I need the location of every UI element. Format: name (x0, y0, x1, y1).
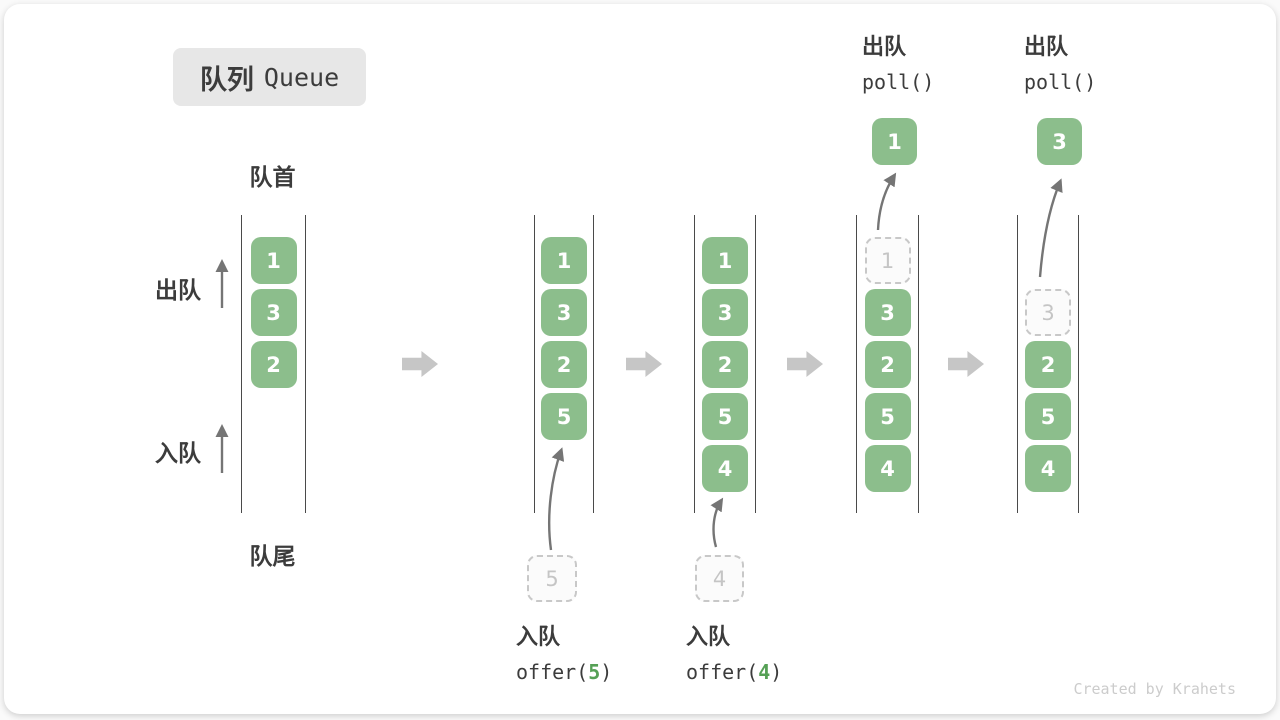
incoming-item: 4 (695, 555, 744, 602)
dequeue-label: 出队 (1024, 34, 1069, 59)
queue-item: 2 (864, 341, 911, 388)
title-en: Queue (263, 62, 340, 92)
title-badge: 队列 Queue (173, 48, 366, 106)
label-dequeue-side: 出队 (155, 277, 201, 303)
queue-item: 3 (541, 289, 587, 336)
queue-item: 1 (702, 237, 748, 284)
dequeue-operation-2: 出队 poll() (1024, 34, 1096, 94)
watermark-credit: Created by Krahets (1073, 680, 1236, 698)
code-arg: 4 (758, 660, 771, 684)
queue-item-ghost: 3 (1025, 289, 1071, 336)
queue-item: 2 (702, 341, 748, 388)
dequeue-operation-1: 出队 poll() (862, 34, 934, 94)
queue-item: 1 (541, 237, 587, 284)
queue-item: 5 (864, 393, 911, 440)
queue-column-4: 1 3 2 5 4 (856, 215, 919, 513)
enqueue-operation-1: 入队 offer(5) (516, 624, 612, 684)
queue-item: 3 (864, 289, 911, 336)
queue-item: 5 (702, 393, 748, 440)
dequeue-code: poll() (1024, 70, 1097, 94)
queue-column-3: 1 3 2 5 4 (694, 215, 756, 513)
code-fn: offer( (686, 660, 759, 684)
right-arrow-icon (402, 351, 438, 377)
dequeue-label: 出队 (862, 34, 907, 59)
incoming-item: 5 (527, 555, 577, 602)
enqueue-operation-2: 入队 offer(4) (686, 624, 782, 684)
enqueue-label: 入队 (516, 624, 561, 649)
label-queue-front: 队首 (249, 164, 296, 190)
queue-item: 4 (702, 445, 748, 492)
queue-item: 4 (1025, 445, 1071, 492)
title-zh: 队列 (199, 64, 254, 95)
queue-item: 2 (541, 341, 587, 388)
queue-item: 2 (250, 341, 297, 388)
polled-item: 3 (1037, 118, 1082, 165)
enqueue-code: offer(4) (686, 660, 782, 684)
code-arg: 5 (588, 660, 601, 684)
diagram-card: 队列 Queue 队首 队尾 出队 入队 1 3 2 1 3 2 5 1 3 2… (4, 4, 1276, 714)
code-close: ) (770, 660, 783, 684)
right-arrow-icon (787, 351, 823, 377)
queue-item-ghost: 1 (864, 237, 911, 284)
queue-item: 5 (541, 393, 587, 440)
queue-column-5: 3 2 5 4 (1017, 215, 1079, 513)
queue-item: 1 (250, 237, 297, 284)
enqueue-label: 入队 (686, 624, 731, 649)
queue-item: 3 (702, 289, 748, 336)
enqueue-code: offer(5) (516, 660, 612, 684)
queue-item: 3 (250, 289, 297, 336)
label-queue-rear: 队尾 (249, 543, 296, 569)
queue-item: 5 (1025, 393, 1071, 440)
queue-item: 2 (1025, 341, 1071, 388)
right-arrow-icon (626, 351, 662, 377)
dequeue-code: poll() (862, 70, 935, 94)
queue-column-1: 1 3 2 (241, 215, 306, 513)
queue-column-2: 1 3 2 5 (534, 215, 594, 513)
label-enqueue-side: 入队 (155, 440, 201, 466)
code-fn: offer( (516, 660, 589, 684)
code-close: ) (600, 660, 613, 684)
right-arrow-icon (948, 351, 984, 377)
polled-item: 1 (872, 118, 917, 165)
queue-item: 4 (864, 445, 911, 492)
